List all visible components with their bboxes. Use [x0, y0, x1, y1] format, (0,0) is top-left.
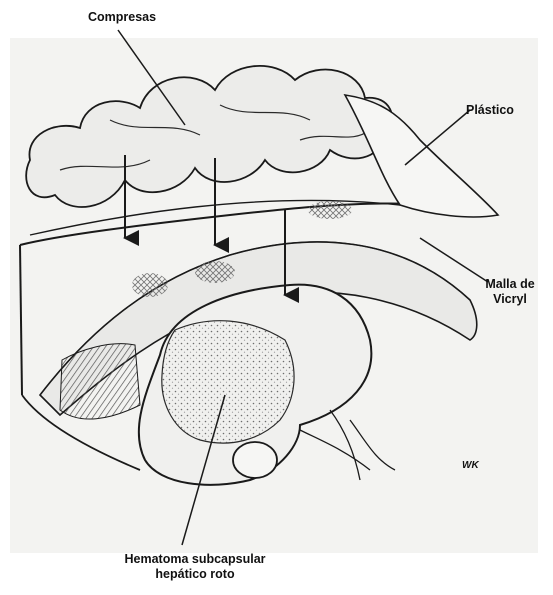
artist-signature: WK [462, 458, 479, 473]
mesh-shading-2 [195, 261, 235, 283]
gallbladder [233, 442, 277, 478]
hematoma [162, 321, 294, 443]
label-plastico: Plástico [466, 103, 514, 118]
label-compresas: Compresas [88, 10, 156, 25]
label-malla-vicryl: Malla de Vicryl [480, 277, 540, 307]
label-hematoma-line1: Hematoma subcapsular [95, 552, 295, 567]
label-hematoma-line2: hepático roto [95, 567, 295, 582]
mesh-shading-1 [132, 273, 168, 297]
label-hematoma: Hematoma subcapsular hepático roto [95, 552, 295, 582]
mesh-hatched-area [60, 344, 140, 419]
mesh-shading-3 [308, 201, 352, 219]
label-malla-line1: Malla de [480, 277, 540, 292]
label-malla-line2: Vicryl [480, 292, 540, 307]
